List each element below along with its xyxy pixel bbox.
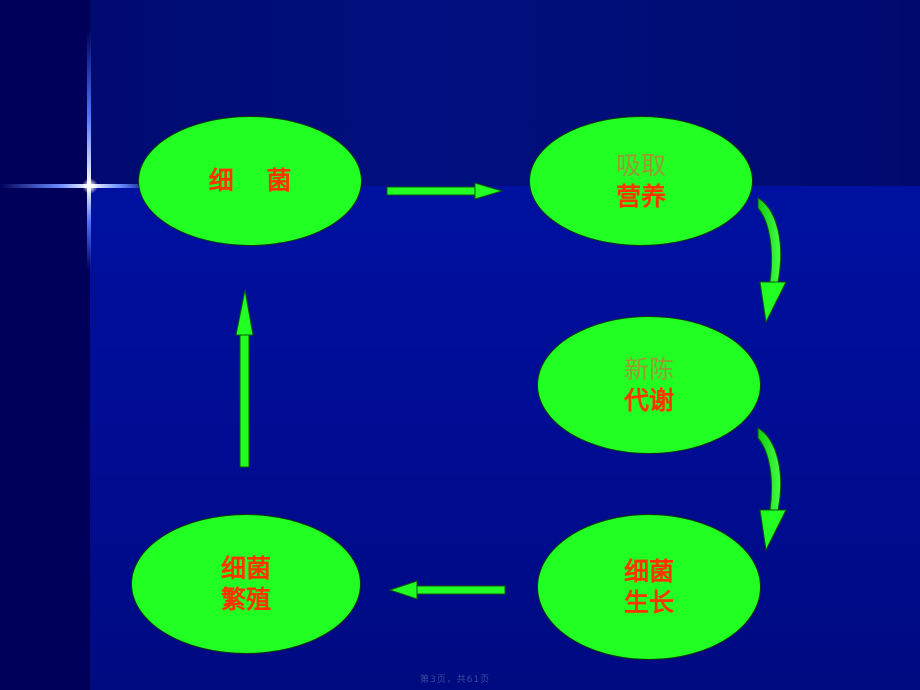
node-bacteria: 细 菌 (138, 116, 362, 246)
arrow-reproduction-to-bacteria (235, 289, 254, 468)
arrow-nutrition-to-metabolism (757, 197, 787, 324)
arrow-metabolism-to-growth (757, 427, 787, 552)
light-flare-core (82, 178, 98, 194)
node-metabolism: 新陈 代谢 (537, 316, 761, 454)
node-metabolism-line1: 新陈 (623, 354, 674, 384)
node-absorb-nutrition: 吸取 营养 (529, 116, 753, 246)
node-bacteria-growth-line2: 生长 (623, 588, 674, 617)
node-bacteria-growth: 细菌 生长 (537, 514, 761, 660)
node-bacteria-reproduction: 细菌 繁殖 (131, 514, 361, 654)
node-metabolism-line2: 代谢 (623, 386, 674, 415)
node-bacteria-label: 细 菌 (208, 166, 304, 196)
page-number-footer: 第3页，共61页 (420, 675, 491, 685)
node-bacteria-growth-line1: 细菌 (623, 556, 674, 586)
light-flare-vertical (87, 30, 91, 270)
background-left-band (0, 0, 90, 690)
arrow-bacteria-to-nutrition (386, 182, 504, 200)
node-bacteria-reproduction-line1: 细菌 (220, 553, 271, 583)
arrow-growth-to-reproduction (388, 580, 506, 600)
light-flare-horizontal (0, 184, 150, 188)
node-absorb-nutrition-line2: 营养 (615, 182, 666, 211)
node-bacteria-reproduction-line2: 繁殖 (220, 585, 271, 614)
node-absorb-nutrition-line1: 吸取 (615, 150, 666, 180)
